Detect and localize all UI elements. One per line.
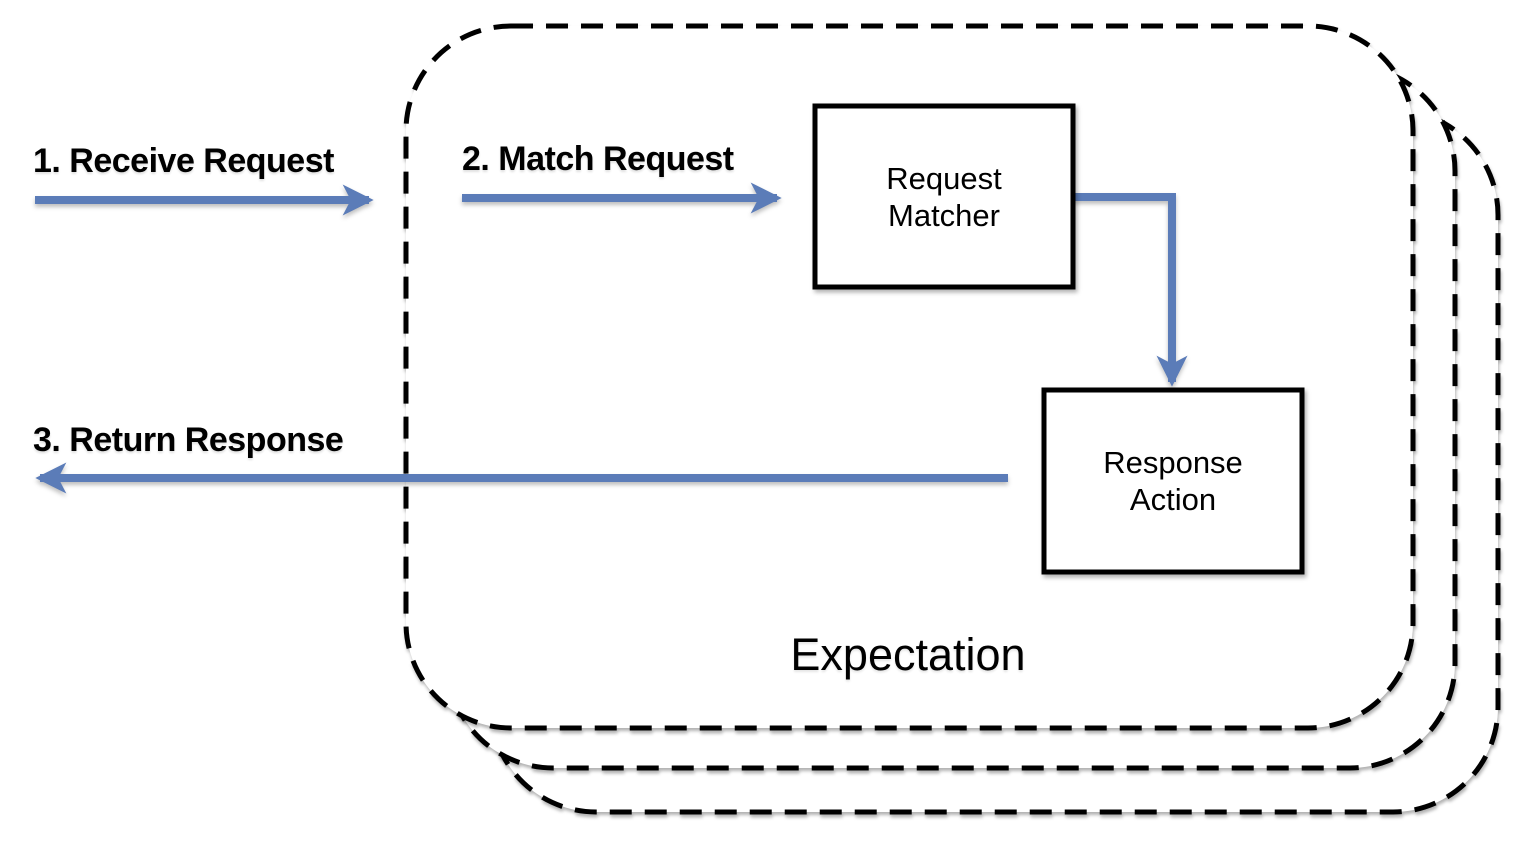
- response-action-label: Response Action: [1044, 390, 1302, 572]
- step3-return-response-label: 3. Return Response: [33, 421, 344, 459]
- response-action-label-line2: Action: [1129, 482, 1217, 517]
- expectation-title-label: Expectation: [790, 629, 1026, 680]
- flow-arrows: [35, 182, 1188, 494]
- matcher-to-action-arrow-down-icon: [1073, 193, 1188, 387]
- step1-receive-request-label: 1. Receive Request: [33, 142, 334, 180]
- request-matcher-box: [812, 103, 1076, 290]
- request-matcher-label-line2: Matcher: [888, 197, 1000, 233]
- request-matcher-label-line1: Request: [886, 160, 1002, 196]
- step2-match-request-label: 2. Match Request: [462, 140, 734, 178]
- request-matcher-label: Request Matcher: [815, 106, 1073, 287]
- response-action-box: [1041, 387, 1305, 575]
- response-action-label-line1: Response: [1103, 445, 1243, 480]
